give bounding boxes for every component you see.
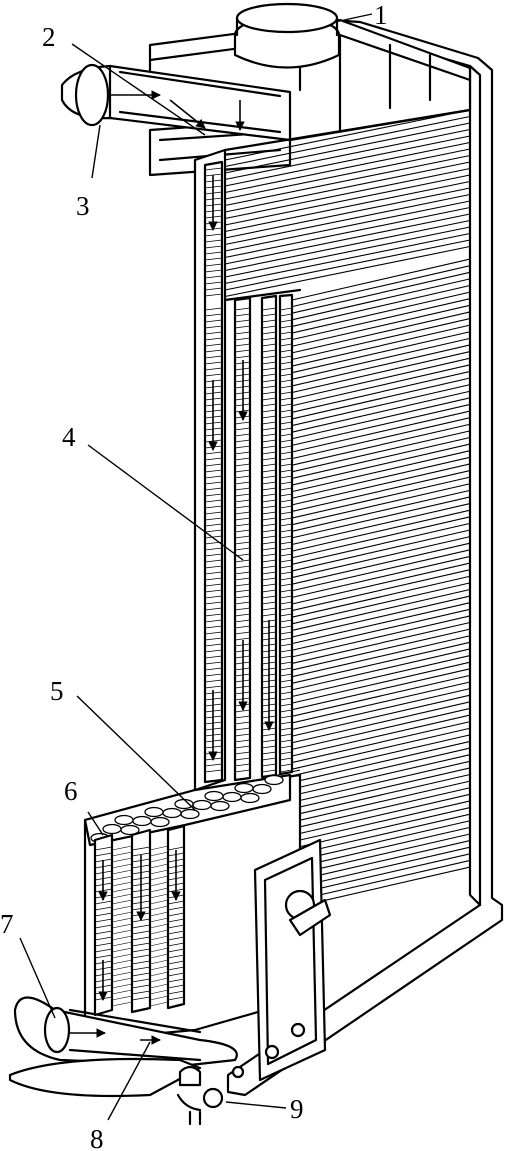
inlet-pipe (60, 63, 292, 142)
label-5: 5 (50, 676, 64, 706)
label-6: 6 (64, 776, 78, 806)
label-9: 9 (290, 1094, 304, 1124)
drain-cock (176, 1065, 224, 1126)
callout-labels: 1 2 3 4 5 6 7 8 9 (0, 0, 388, 1151)
water-tubes (203, 160, 294, 784)
filler-cap (233, 2, 341, 69)
label-1: 1 (374, 0, 388, 30)
upper-fin-block (224, 109, 471, 298)
leader-lines (19, 13, 373, 1121)
outlet-pipe (8, 996, 238, 1098)
label-4: 4 (62, 422, 76, 452)
label-7: 7 (0, 909, 14, 939)
tube-hatching (204, 167, 293, 773)
label-2: 2 (42, 22, 56, 52)
mounting-bracket (231, 838, 332, 1082)
lower-core-section (83, 773, 302, 1042)
label-3: 3 (76, 191, 90, 221)
label-8: 8 (90, 1124, 104, 1151)
lower-tube-hatching (94, 845, 185, 1007)
tube-openings (90, 774, 284, 844)
